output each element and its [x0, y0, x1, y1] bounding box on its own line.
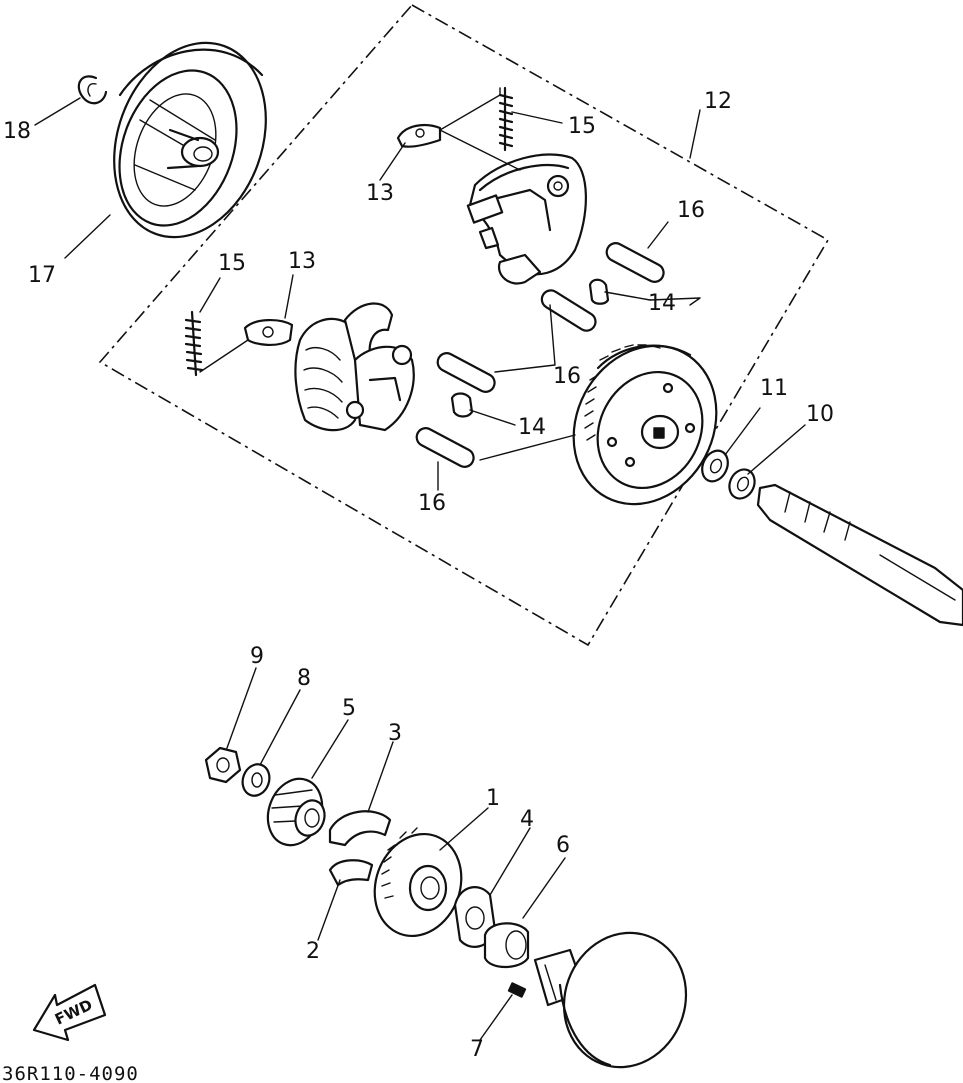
part-15-spring-lower: [184, 310, 204, 377]
part-18-circlip: [77, 75, 108, 105]
part-12-clutch-shoe-lower: [294, 302, 415, 432]
callout-15-upper: 15: [568, 114, 596, 139]
assembly-boundary: [98, 3, 830, 647]
callout-6: 6: [556, 833, 570, 858]
part-11-washer: [701, 449, 729, 483]
part-7-key: [507, 982, 527, 998]
callout-5: 5: [342, 696, 356, 721]
drive-shaft: [756, 483, 963, 627]
callout-16-middle: 16: [553, 364, 581, 389]
callout-15-lower: 15: [218, 251, 246, 276]
leader-lines: [34, 87, 806, 1041]
callout-16-lower: 16: [418, 491, 446, 516]
callout-13-lower: 13: [288, 249, 316, 274]
callout-13-upper: 13: [366, 181, 394, 206]
part-16-pin-middle-left: [436, 352, 496, 393]
part-13-shoe-spring-lower: [243, 319, 294, 346]
callout-labels: 18 17 13 15 12 16 14 15 13 16 14 16 11 1…: [3, 89, 834, 1062]
callout-2: 2: [306, 939, 320, 964]
part-10-nut: [728, 468, 756, 500]
part-15-spring-upper: [498, 86, 514, 152]
callout-14-lower: 14: [518, 415, 546, 440]
part-17-clutch-housing: [113, 41, 267, 239]
part-16-pin-lower: [415, 427, 475, 468]
part-16-pin-upper: [605, 242, 665, 283]
part-8-washer: [241, 763, 271, 797]
callout-14-upper: 14: [648, 291, 676, 316]
fwd-arrow-icon: FWD: [32, 983, 107, 1042]
part-9-nut: [204, 746, 242, 784]
part-12-clutch-shoe-upper: [466, 153, 587, 285]
part-14-bushing-upper: [588, 278, 610, 305]
callout-11: 11: [760, 376, 788, 401]
callout-9: 9: [250, 644, 264, 669]
callout-3: 3: [388, 721, 402, 746]
callout-10: 10: [806, 402, 834, 427]
callout-12: 12: [704, 89, 732, 114]
part-6-collar: [483, 922, 530, 969]
callout-17: 17: [28, 263, 56, 288]
callout-7: 7: [470, 1037, 484, 1062]
part-16-pin-middle-right: [540, 289, 597, 332]
part-5-clutch-component: [266, 777, 326, 847]
part-3-shoe: [328, 810, 392, 847]
diagram-code: 36R110-4090: [2, 1063, 139, 1083]
callout-16-upper: 16: [677, 198, 705, 223]
callout-8: 8: [297, 666, 311, 691]
callout-4: 4: [520, 807, 534, 832]
part-12-clutch-carrier: [572, 344, 718, 506]
part-2-shoe: [328, 859, 374, 887]
callout-18: 18: [3, 119, 31, 144]
part-13-shoe-spring-upper: [396, 123, 442, 148]
callout-1: 1: [486, 786, 500, 811]
part-14-bushing-lower: [450, 392, 474, 418]
lower-drum: [558, 931, 688, 1069]
